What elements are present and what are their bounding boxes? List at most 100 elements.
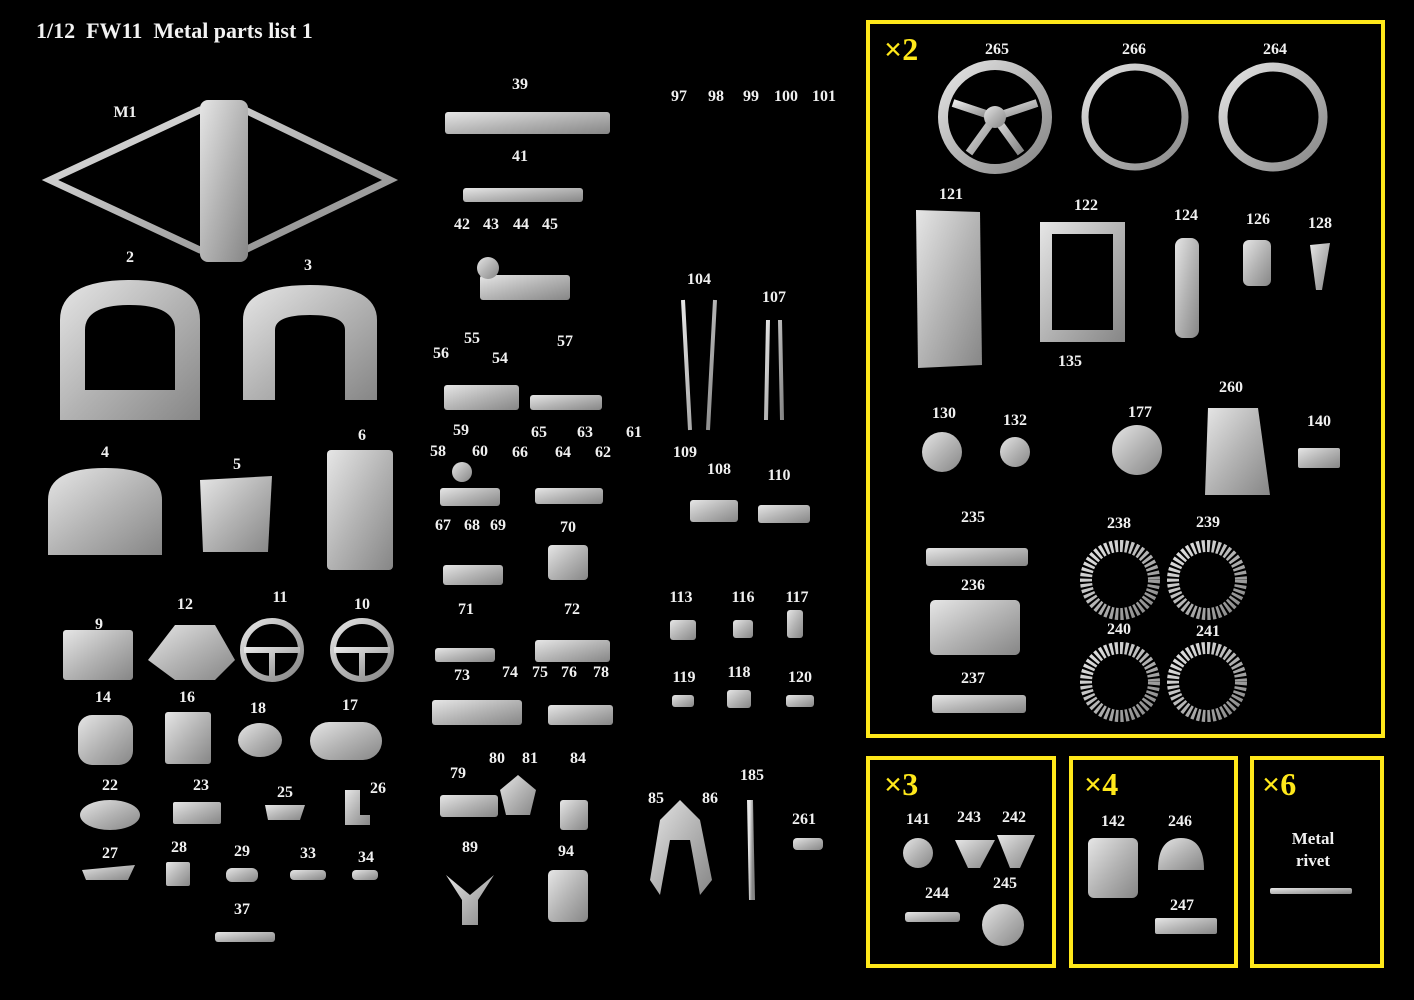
part-71: [435, 648, 495, 662]
label-71: 71: [458, 601, 474, 618]
part-72: [535, 640, 610, 662]
part-140: [1298, 448, 1340, 468]
label-94: 94: [558, 843, 574, 860]
part-142: [1088, 838, 1138, 898]
part-89: [446, 875, 494, 925]
part-26: [345, 790, 370, 825]
part-70: [548, 545, 588, 580]
label-2: 2: [126, 249, 134, 266]
label-242: 242: [1002, 809, 1026, 826]
label-99: 99: [743, 88, 759, 105]
label-243: 243: [957, 809, 981, 826]
label-135: 135: [1058, 353, 1082, 370]
label-74: 74: [502, 664, 518, 681]
part-241: [1167, 642, 1247, 722]
label-34: 34: [358, 849, 374, 866]
label-241: 241: [1196, 623, 1220, 640]
part-122: [1040, 222, 1125, 342]
label-75: 75: [532, 664, 548, 681]
label-124: 124: [1174, 207, 1198, 224]
label-108: 108: [707, 461, 731, 478]
part-58-60: [440, 488, 500, 506]
label-78: 78: [593, 664, 609, 681]
label-58: 58: [430, 443, 446, 460]
label-119: 119: [672, 669, 696, 686]
label-89: 89: [462, 839, 478, 856]
label-29: 29: [234, 843, 250, 860]
part-236: [930, 600, 1020, 655]
part-29: [226, 868, 258, 882]
label-25: 25: [277, 784, 293, 801]
part-79: [440, 795, 498, 817]
part-9: [63, 630, 133, 680]
part-16: [165, 712, 211, 764]
label-240: 240: [1107, 621, 1131, 638]
part-85-86: [650, 800, 712, 895]
part-rods: [677, 115, 824, 901]
part-124: [1175, 238, 1199, 338]
part-33: [290, 870, 326, 880]
part-17: [310, 722, 382, 760]
label-237: 237: [961, 670, 985, 687]
part-57: [530, 395, 602, 410]
label-79: 79: [450, 765, 466, 782]
label-37: 37: [234, 901, 250, 918]
label-60: 60: [472, 443, 488, 460]
label-121: 121: [939, 186, 963, 203]
part-67-69: [443, 565, 503, 585]
label-266: 266: [1122, 41, 1146, 58]
part-243: [955, 840, 995, 868]
part-240: [1080, 642, 1160, 722]
label-128: 128: [1308, 215, 1332, 232]
label-22: 22: [102, 777, 118, 794]
label-260: 260: [1219, 379, 1243, 396]
label-140: 140: [1307, 413, 1331, 430]
part-126: [1243, 240, 1271, 286]
label-245: 245: [993, 875, 1017, 892]
label-56: 56: [433, 345, 449, 362]
label-65: 65: [531, 424, 547, 441]
part-118: [727, 690, 751, 708]
label-72: 72: [564, 601, 580, 618]
multiplier-x6: ×6: [1262, 766, 1297, 802]
frame-x2: [866, 20, 1385, 738]
label-10: 10: [354, 596, 370, 613]
part-128: [1310, 243, 1330, 290]
part-25: [265, 805, 305, 820]
label-80: 80: [489, 750, 505, 767]
part-94: [548, 870, 588, 922]
part-141: [903, 838, 933, 868]
part-80-81: [500, 775, 536, 815]
label-41: 41: [512, 148, 528, 165]
label-239: 239: [1196, 514, 1220, 531]
metal-rivet-label: Metal rivet: [1292, 828, 1334, 872]
part-113: [670, 620, 696, 640]
part-84: [560, 800, 588, 830]
sheet-title: 1/12 FW11 Metal parts list 1: [36, 18, 313, 43]
label-66: 66: [512, 444, 528, 461]
part-11: [240, 618, 304, 682]
label-28: 28: [171, 839, 187, 856]
label-64: 64: [555, 444, 571, 461]
part-260: [1205, 408, 1270, 495]
label-130: 130: [932, 405, 956, 422]
label-18: 18: [250, 700, 266, 717]
label-M1: M1: [113, 104, 137, 121]
label-70: 70: [560, 519, 576, 536]
label-113: 113: [669, 589, 693, 606]
label-63: 63: [577, 424, 593, 441]
label-120: 120: [788, 669, 812, 686]
label-9: 9: [95, 616, 103, 633]
part-14: [78, 715, 133, 765]
part-121: [916, 210, 982, 368]
label-43: 43: [483, 216, 499, 233]
label-104: 104: [687, 271, 711, 288]
part-242: [997, 835, 1035, 868]
part-54-56: [444, 385, 519, 410]
label-110: 110: [767, 467, 791, 484]
part-41: [463, 188, 583, 202]
label-177: 177: [1128, 404, 1152, 421]
label-57: 57: [557, 333, 573, 350]
label-117: 117: [785, 589, 809, 606]
